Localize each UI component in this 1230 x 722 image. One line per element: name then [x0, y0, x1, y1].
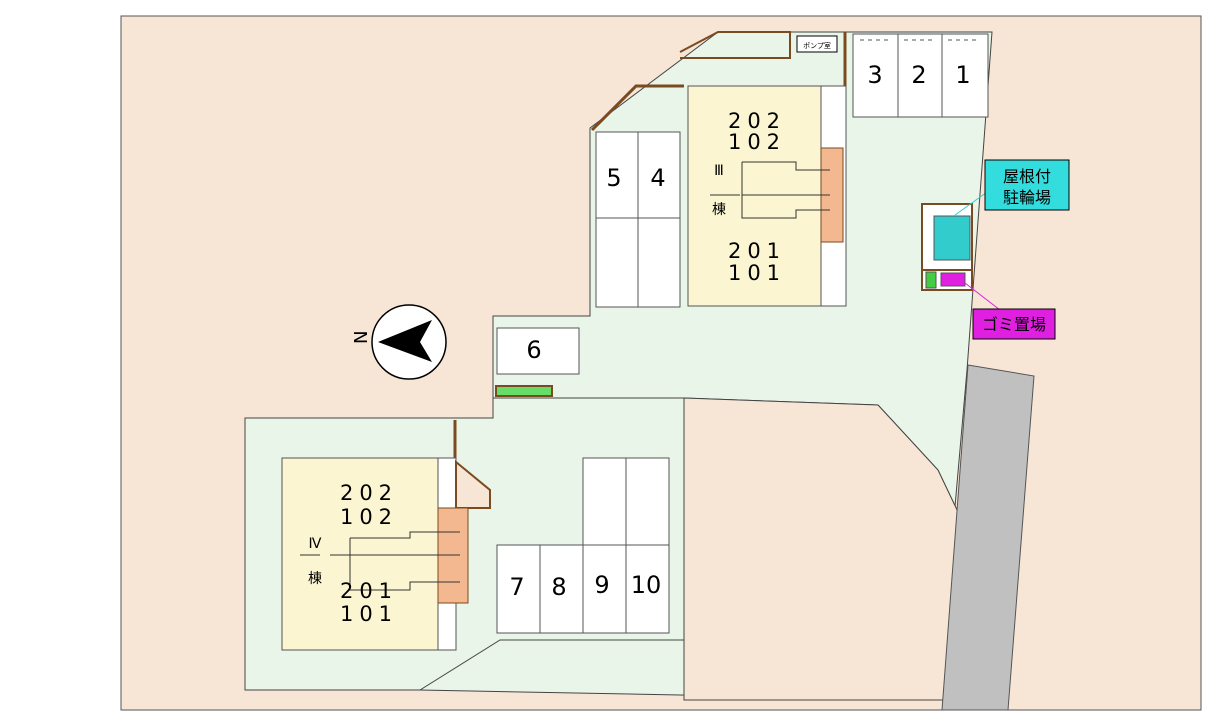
- building-iii: [687, 85, 822, 307]
- garbage-area: [940, 272, 966, 287]
- compass: N: [351, 304, 447, 380]
- pump-room-sign: [796, 35, 838, 53]
- parking-6: [496, 327, 580, 375]
- garbage-callout-text: ゴミ置場: [982, 315, 1046, 334]
- building-iv-lower-unit: 102: [340, 505, 398, 529]
- building-iv-suffix: 棟: [308, 571, 322, 587]
- parking-8: 8: [551, 573, 566, 601]
- building-iii-upper-unit: 202: [728, 109, 786, 133]
- pump-room-label: ポンプ室: [803, 41, 831, 50]
- building-iv: [281, 457, 439, 651]
- building-iii-upper-unit-2: 201: [728, 239, 786, 263]
- building-iv-corridor: [300, 531, 460, 591]
- parking-9: 9: [594, 571, 609, 599]
- building-iv-landing: [455, 459, 491, 509]
- planter: [495, 385, 553, 397]
- building-iii-lower-unit-2: 101: [728, 261, 786, 285]
- bike-callout-text-1: 屋根付: [1003, 167, 1051, 186]
- building-iv-upper-unit-2: 201: [340, 579, 398, 603]
- building-iii-suffix: 棟: [712, 202, 726, 218]
- fence-top: [590, 84, 684, 132]
- building-iv-lower-unit-2: 101: [340, 602, 398, 626]
- parking-10: 10: [631, 571, 662, 599]
- garbage-green: [925, 271, 937, 289]
- compass-label: N: [351, 331, 372, 344]
- bike-parking-roof: [933, 215, 971, 261]
- building-iv-label: Ⅳ: [309, 536, 322, 552]
- parking-7: 7: [509, 573, 524, 601]
- garbage-callout-box: [972, 308, 1056, 340]
- building-iii-label: Ⅲ: [714, 163, 724, 179]
- parking-top-right: [852, 33, 989, 118]
- compass-arrow-icon: [378, 320, 432, 362]
- building-iv-upper-unit: 202: [340, 481, 398, 505]
- parking-3: 3: [867, 61, 882, 89]
- building-iii-corridor: [710, 161, 830, 219]
- parking-7-10: [496, 457, 670, 634]
- parking-6-label: 6: [526, 336, 541, 364]
- parking-1: 1: [955, 61, 970, 89]
- bike-callout-box: [984, 159, 1070, 211]
- parking-5: 5: [606, 164, 621, 192]
- fence-top-2: [679, 31, 791, 59]
- garbage-callout-line: [964, 282, 1001, 311]
- parking-4: 4: [650, 164, 665, 192]
- parking-2: 2: [911, 61, 926, 89]
- building-iii-lower-unit: 102: [728, 130, 786, 154]
- bike-callout-text-2: 駐輪場: [1003, 188, 1051, 207]
- parking-4-5: [595, 131, 681, 308]
- road: [941, 364, 1035, 711]
- bike-callout-line: [954, 189, 991, 216]
